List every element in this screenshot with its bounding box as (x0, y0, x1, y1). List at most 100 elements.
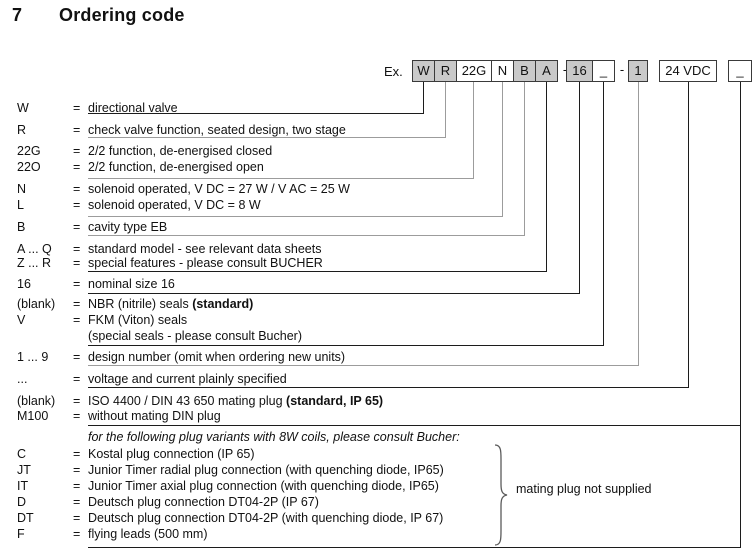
code-row-aq: A ... Q=standard model - see relevant da… (0, 242, 754, 258)
code-description: Deutsch plug connection DT04-2P (with qu… (88, 511, 444, 525)
connector-line (88, 425, 741, 426)
code-description: special features - please consult BUCHER (88, 256, 323, 270)
code-label: L (17, 198, 24, 212)
code-row-16: 16=nominal size 16 (0, 277, 754, 293)
code-row-jt: JT=Junior Timer radial plug connection (… (0, 463, 754, 479)
code-description: FKM (Viton) seals (88, 313, 188, 327)
equals-sign: = (73, 160, 81, 174)
connector-line (88, 113, 424, 114)
equals-sign: = (73, 198, 81, 212)
connector-line (88, 137, 446, 138)
code-row-nbr: (blank) = NBR (nitrile) seals (standard) (0, 297, 754, 313)
connector-line (579, 82, 580, 294)
code-box-r: R (434, 60, 457, 82)
connector-line (740, 82, 741, 548)
code-description: NBR (nitrile) seals (standard) (88, 297, 254, 311)
code-description: check valve function, seated design, two… (88, 123, 346, 137)
section-title: Ordering code (59, 5, 185, 25)
equals-sign: = (73, 220, 81, 234)
code-row-n: N = solenoid operated, V DC = 27 W / V AC … (0, 182, 754, 198)
equals-sign: = (73, 297, 81, 311)
code-box-b: B (513, 60, 536, 82)
code-label: A ... Q (17, 242, 52, 256)
code-label: 1 ... 9 (17, 350, 49, 364)
connector-line (88, 345, 604, 346)
code-row-22g: 22G=2/2 function, de-energised closed (0, 144, 754, 160)
code-label: (blank) (17, 297, 56, 311)
code-row-it: IT=Junior Timer axial plug connection (w… (0, 479, 754, 495)
equals-sign: = (73, 479, 81, 493)
code-box-22g: 22G (456, 60, 492, 82)
code-description: ISO 4400 / DIN 43 650 mating plug (stand… (88, 394, 384, 408)
code-description: solenoid operated, V DC = 8 W (88, 198, 261, 212)
code-label: Z ... R (17, 256, 52, 270)
code-box-16: 16 (566, 60, 593, 82)
equals-sign: = (73, 463, 81, 477)
code-label: IT (17, 479, 29, 493)
code-description: 2/2 function, de-energised closed (88, 144, 273, 158)
code-label: ... (17, 372, 28, 386)
code-label: M100 (17, 409, 49, 423)
connector-line (88, 235, 525, 236)
code-row-22o: 22O=2/2 function, de-energised open (0, 160, 754, 176)
equals-sign: = (73, 123, 81, 137)
code-label: DT (17, 511, 34, 525)
brace-note: mating plug not supplied (516, 482, 652, 496)
equals-sign: = (73, 242, 81, 256)
equals-sign: = (73, 182, 81, 196)
code-row-b: B=cavity type EB (0, 220, 754, 236)
code-separator: - (562, 62, 568, 77)
equals-sign: = (73, 495, 81, 509)
equals-sign: = (73, 527, 81, 541)
code-description: Deutsch plug connection DT04-2P (IP 67) (88, 495, 319, 509)
code-row-v: V=FKM (Viton) seals (0, 313, 754, 329)
equals-sign: = (73, 277, 81, 291)
equals-sign: = (73, 394, 81, 408)
code-row-voltage: ... = voltage and current plainly specifie… (0, 372, 754, 388)
code-row-c: C = Kostal plug connection (IP 65) (0, 447, 754, 463)
code-box-design: 1 (628, 60, 648, 82)
code-label: D (17, 495, 27, 509)
connector-line (88, 216, 503, 217)
code-row-r: R=check valve function, seated design, t… (0, 123, 754, 139)
connector-line (473, 82, 474, 179)
equals-sign: = (73, 372, 81, 386)
code-label: 16 (17, 277, 31, 291)
code-row-l: L = solenoid operated, V DC = 8 W (0, 198, 754, 214)
code-row-m100: M100=without mating DIN plug (0, 409, 754, 425)
connector-line (88, 271, 547, 272)
connector-line (638, 82, 639, 366)
brace-icon (494, 444, 508, 546)
code-box-plug: _ (728, 60, 752, 82)
code-row-zr: Z ... R = special features - please consul… (0, 256, 754, 272)
code-description: (special seals - please consult Bucher) (88, 329, 302, 343)
plug-variants-note: for the following plug variants with 8W … (0, 430, 754, 446)
code-description: Junior Timer radial plug connection (wit… (88, 463, 444, 477)
code-description: solenoid operated, V DC = 27 W / V AC = … (88, 182, 350, 196)
connector-line (603, 82, 604, 346)
code-label: C (17, 447, 27, 461)
equals-sign: = (73, 447, 81, 461)
code-box-voltage: 24 VDC (659, 60, 717, 82)
code-row-d: D = Deutsch plug connection DT04-2P (IP 67… (0, 495, 754, 511)
code-box-a: A (535, 60, 558, 82)
code-description: Kostal plug connection (IP 65) (88, 447, 255, 461)
connector-line (423, 82, 424, 114)
code-label: 22G (17, 144, 41, 158)
equals-sign: = (73, 350, 81, 364)
code-row-iso-plug: (blank)=ISO 4400 / DIN 43 650 mating plu… (0, 394, 754, 410)
connector-line (88, 293, 580, 294)
code-label: N (17, 182, 27, 196)
code-label: W (17, 101, 29, 115)
code-row-w: W=directional valve (0, 101, 754, 117)
code-label: F (17, 527, 25, 541)
code-description: voltage and current plainly specified (88, 372, 287, 386)
code-box-w: W (412, 60, 435, 82)
connector-line (502, 82, 503, 217)
equals-sign: = (73, 256, 81, 270)
code-row-dt: DT=Deutsch plug connection DT04-2P (with… (0, 511, 754, 527)
code-label: B (17, 220, 26, 234)
equals-sign: = (73, 101, 81, 115)
equals-sign: = (73, 313, 81, 327)
